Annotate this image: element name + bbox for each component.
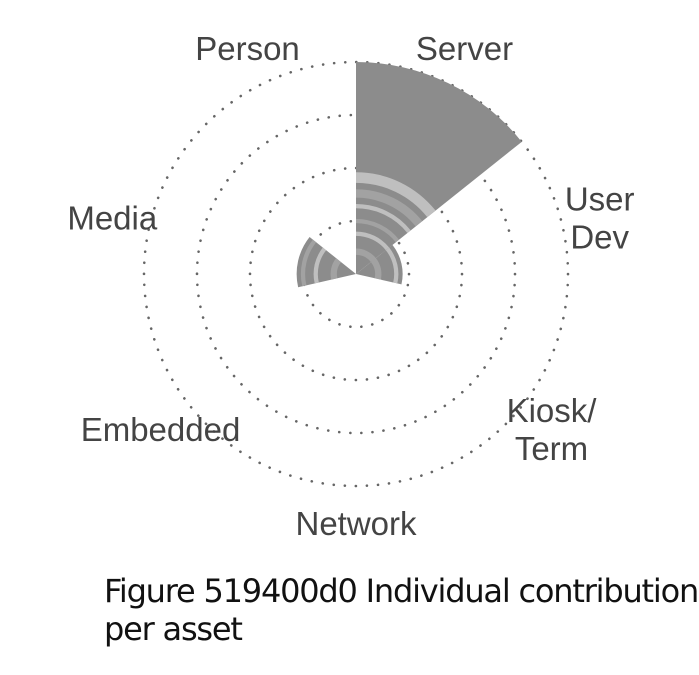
category-label: Person [195,30,300,67]
wedge-user-dev [356,244,403,285]
caption-line-2: per asset [104,610,243,648]
wedge-server [356,62,522,274]
wedge-media [296,236,356,288]
caption-line-1: Figure 519400d0 Individual contribution [104,572,699,610]
grid-ring [195,113,517,435]
category-label: Media [67,199,158,236]
category-label: Network [295,505,417,542]
figure-caption: Figure 519400d0 Individual contribution … [104,572,699,648]
chart-wedges [296,62,522,288]
category-label: Server [416,30,513,67]
category-label: Embedded [81,411,241,448]
category-label: Kiosk/Term [507,392,598,467]
